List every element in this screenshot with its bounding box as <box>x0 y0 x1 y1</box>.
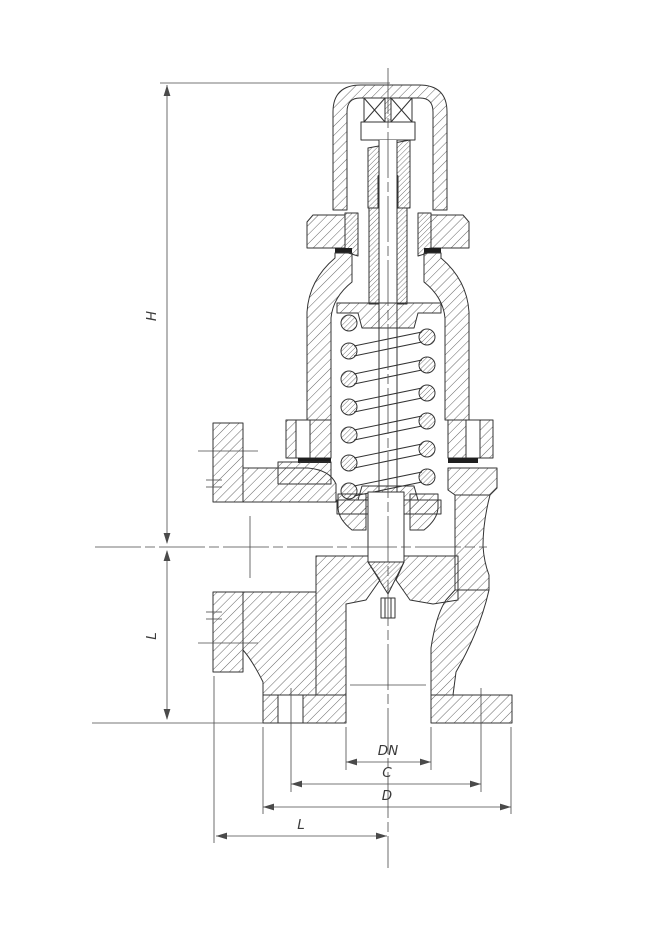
dim-label-l-bottom: L <box>297 817 305 833</box>
bonnet-wall-left <box>306 252 353 421</box>
body-wall-upper-right <box>454 494 491 591</box>
outlet-flange-lower <box>212 591 244 673</box>
dim-label-h: H <box>144 311 160 321</box>
centerlines <box>95 68 487 868</box>
body-wall-lower-left <box>242 591 317 696</box>
dimensions: H L DN C D <box>92 82 512 843</box>
disc-cone <box>367 561 405 595</box>
inlet-bolt-hole-left <box>277 694 304 724</box>
disc-guide-left <box>337 493 367 531</box>
disc-guide-right <box>409 493 439 531</box>
screw-shank-right <box>396 207 408 305</box>
cap-wall <box>332 84 448 211</box>
body-web-upper <box>242 467 337 503</box>
valve-cap <box>332 84 448 305</box>
disc-assembly <box>337 491 439 619</box>
nut-right <box>430 214 470 249</box>
valve-body <box>212 422 513 724</box>
body-wall-lower-right <box>430 589 490 696</box>
gland-left <box>344 212 359 257</box>
spring-wire-sections <box>340 314 436 500</box>
dimension-face-to-centerline: L <box>216 817 387 840</box>
inlet-flange-right <box>430 694 513 724</box>
dimension-nominal-bore: DN <box>346 743 431 766</box>
dim-label-l-left: L <box>144 632 160 640</box>
inlet-flange-left <box>262 694 347 724</box>
screw-shank-left <box>368 207 380 305</box>
outlet-flange-upper <box>212 422 244 503</box>
spring-plate-top <box>336 302 442 329</box>
disc-holder <box>367 491 405 563</box>
seat-ring-left <box>315 555 381 696</box>
seal-left <box>335 248 352 253</box>
bonnet-bolt-hole-left <box>295 419 311 459</box>
dim-label-dn: DN <box>378 743 399 759</box>
bonnet <box>285 252 494 463</box>
gasket-right <box>448 458 478 463</box>
dimension-bolt-circle: C <box>291 765 481 788</box>
dim-label-d: D <box>382 788 392 804</box>
bonnet-bolt-hole-right <box>465 419 481 459</box>
body-flange-right <box>447 467 498 496</box>
seal-right <box>424 248 441 253</box>
seat-ring-right <box>395 555 459 605</box>
dimension-flange-od: D <box>263 788 511 811</box>
dimension-overall-height: H <box>144 85 171 544</box>
dim-label-c: C <box>382 765 392 781</box>
dimension-centerline-to-bottom: L <box>144 550 171 720</box>
bonnet-wall-right <box>423 252 470 421</box>
nut-left <box>306 214 346 249</box>
gasket-left <box>298 458 331 463</box>
lock-nut-assembly <box>306 212 470 257</box>
